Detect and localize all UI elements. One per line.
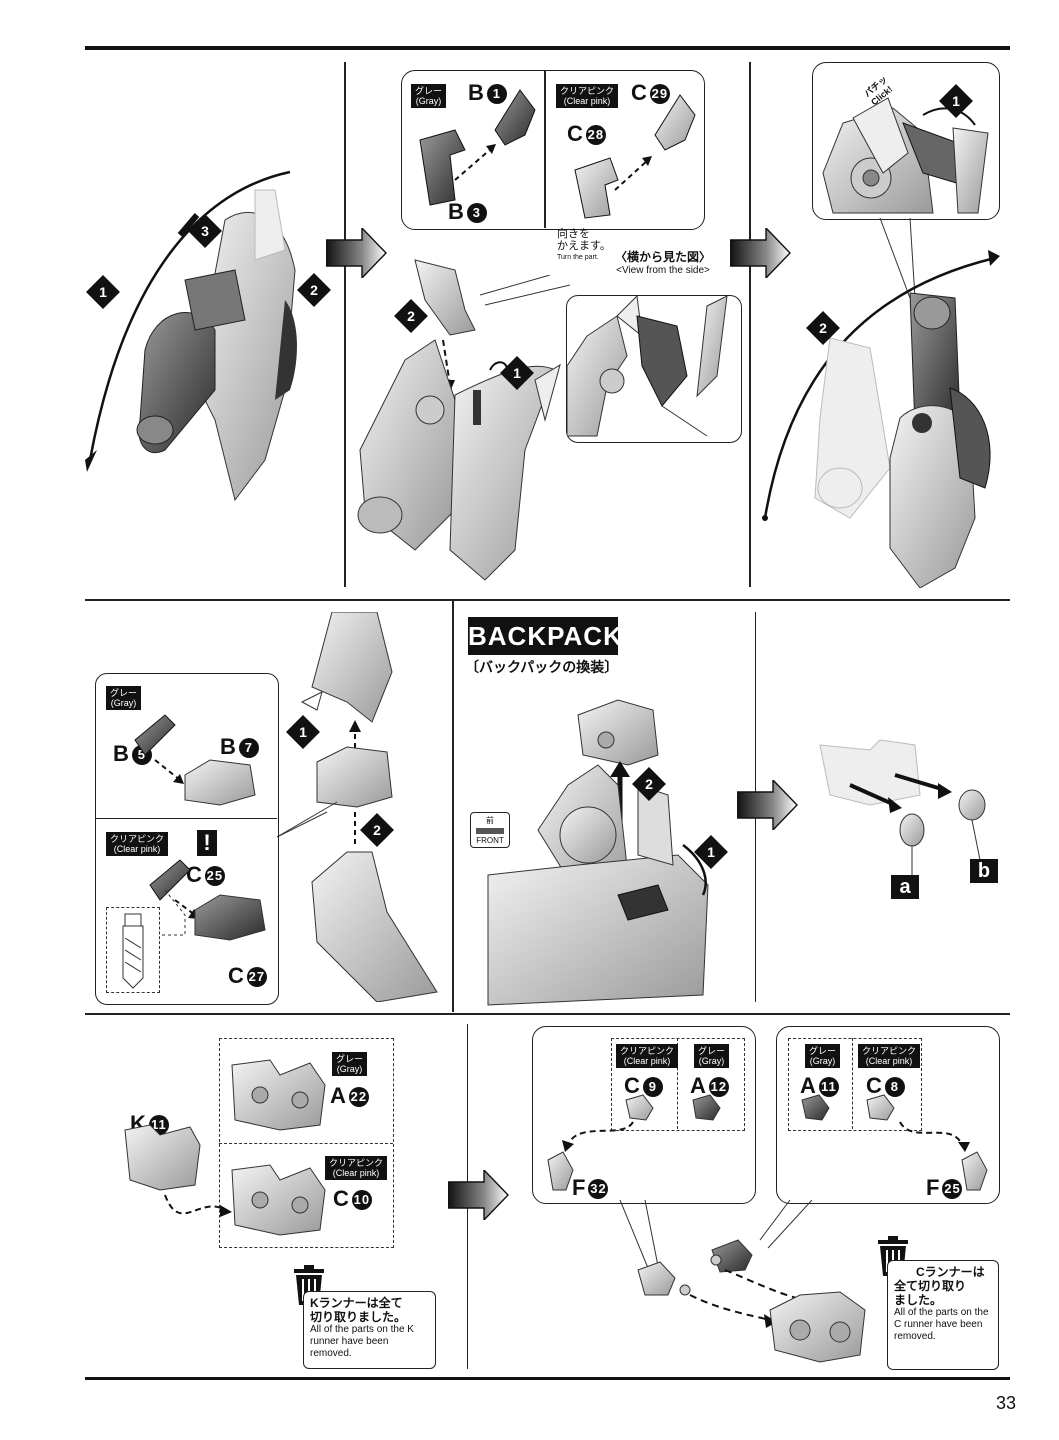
part-b-label: b	[970, 859, 998, 883]
row1-divider-1	[344, 62, 346, 587]
side-view-label: 〈横から見た図〉 <View from the side>	[615, 250, 712, 276]
step-2-badge: 2	[360, 813, 394, 847]
dashed-divider	[677, 1038, 678, 1129]
bottom-rule	[85, 1377, 1010, 1380]
next-step-arrow	[737, 780, 798, 830]
step-2-badge: 2	[632, 767, 666, 801]
step-2-badge: 2	[806, 311, 840, 345]
row1-divider-2	[749, 62, 751, 587]
k-runner-note: Kランナーは全て 切り取りました。 All of the parts on th…	[303, 1291, 436, 1369]
step-1-badge: 1	[939, 84, 973, 118]
parts-callout-divider	[544, 71, 546, 228]
row2-top-rule	[85, 599, 1010, 601]
row1-panel1-illustration	[85, 160, 335, 580]
clear-pink-tag: クリアピンク(Clear pink)	[858, 1044, 921, 1068]
step-1-badge: 1	[86, 275, 120, 309]
callout-divider	[96, 818, 277, 820]
row3-top-rule	[85, 1013, 1010, 1015]
clear-pink-tag: クリアピンク(Clear pink)	[556, 84, 619, 108]
part-a-label: a	[891, 875, 919, 899]
gray-tag: グレー(Gray)	[694, 1044, 730, 1068]
c-runner-note: Cランナーは 全て切り取り ました。 All of the parts on t…	[887, 1260, 999, 1370]
click-detail-inset	[812, 62, 1000, 220]
row1-panel3-illustration	[762, 218, 1000, 588]
gray-tag: グレー(Gray)	[411, 84, 447, 108]
callout-leader-lines	[479, 275, 570, 306]
step-1-badge: 1	[694, 835, 728, 869]
clear-pink-tag: クリアピンク(Clear pink)	[325, 1156, 388, 1180]
warning-icon: !	[197, 830, 217, 856]
next-step-arrow	[448, 1170, 509, 1220]
clear-pink-tag: クリアピンク(Clear pink)	[616, 1044, 679, 1068]
backpack-title: BACKPACK	[468, 617, 622, 655]
marker-pen-box	[106, 907, 160, 993]
next-step-arrow	[730, 228, 791, 278]
right-callout-drawing	[801, 1094, 988, 1191]
row3-panel1-drawing	[124, 1059, 326, 1236]
gray-tag: グレー(Gray)	[805, 1044, 841, 1068]
step-1-badge: 1	[500, 356, 534, 390]
dashed-divider	[852, 1038, 853, 1129]
row3-panel2-assembly	[619, 1200, 866, 1363]
next-step-arrow	[326, 228, 387, 278]
parts-dashed-box-left	[611, 1038, 745, 1131]
row2-panel2-illustration	[487, 699, 709, 1006]
clear-pink-tag: クリアピンク(Clear pink)	[106, 832, 169, 856]
page-number: 33	[996, 1393, 1017, 1413]
step-2-badge: 2	[297, 273, 331, 307]
turn-part-note: 向きを かえます。 Turn the part.	[557, 228, 611, 261]
marker-pen-icon	[122, 913, 144, 989]
parts-dashed-box-right	[788, 1038, 922, 1131]
parts-callout-drawing	[419, 89, 696, 219]
gray-tag: グレー(Gray)	[332, 1052, 368, 1076]
row2-divider-1	[452, 600, 454, 1012]
row2-panel1-illustration	[277, 612, 438, 1002]
backpack-subtitle: 〔バックパックの換装〕	[465, 659, 619, 675]
left-callout-drawing	[547, 1094, 721, 1191]
row2-callout-drawing	[134, 714, 266, 941]
front-direction-icon: 前 FRONT	[470, 812, 510, 848]
step-1-badge: 1	[286, 715, 320, 749]
top-rule	[85, 46, 1010, 50]
row2-panel3-illustration	[819, 739, 986, 875]
dashed-divider	[219, 1143, 393, 1144]
row1-panel2-illustration	[357, 259, 561, 581]
side-view-inset	[566, 294, 742, 443]
step-3-badge: 3	[188, 214, 222, 248]
gray-tag: グレー(Gray)	[106, 686, 142, 710]
